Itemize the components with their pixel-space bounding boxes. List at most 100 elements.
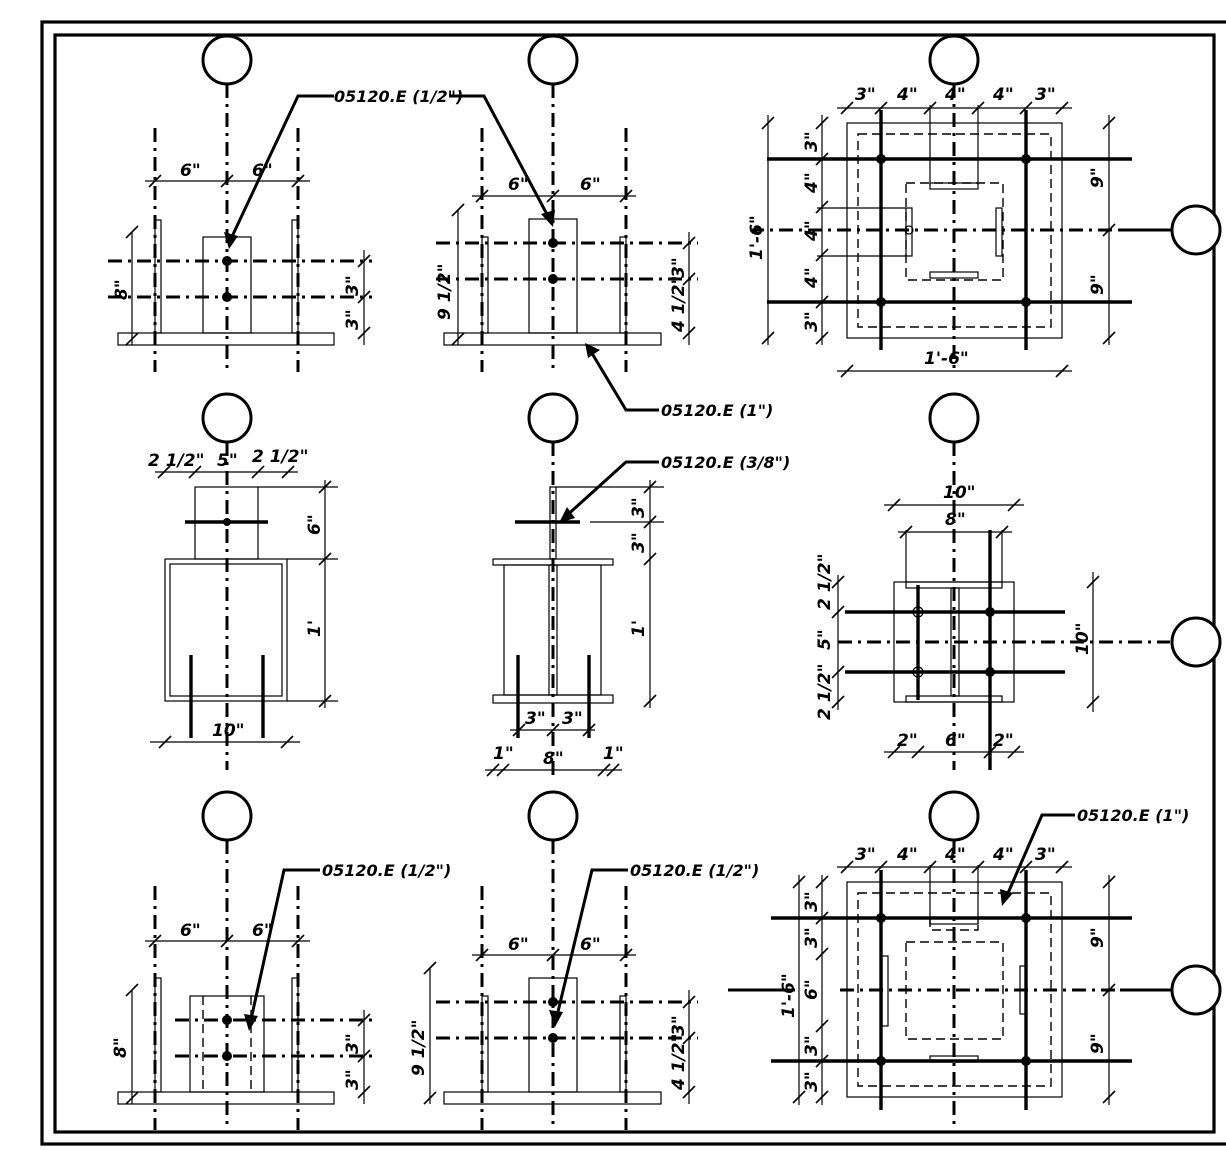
note-1: 05120.E (1/2") <box>224 87 555 249</box>
dim: 4" <box>896 85 918 105</box>
pipe-section <box>164 558 288 702</box>
dim-height: 9 1/2" <box>409 1020 429 1076</box>
dim: 3" <box>855 85 876 105</box>
dim: 4" <box>944 85 966 105</box>
dim-height: 9 1/2" <box>435 264 455 320</box>
dim: 4" <box>802 220 822 242</box>
dim-6in-left: 6" <box>508 935 529 955</box>
dim: 3" <box>802 311 822 332</box>
grid-bubble <box>201 34 253 86</box>
note-2: 05120.E (1") <box>585 343 773 420</box>
dim: 10" <box>943 483 976 503</box>
dim-lower: 4 1/2" <box>669 1034 689 1091</box>
dim-lower: 3" <box>343 309 363 330</box>
dim-upper: 3" <box>669 1015 689 1036</box>
outer-border <box>40 20 1226 1146</box>
dim: 4" <box>944 845 966 865</box>
dim: 1" <box>603 744 624 764</box>
note-3: 05120.E (3/8") <box>661 453 790 472</box>
detail-top-middle: 6" 6" 9 1/2" 3" 4 1/2" <box>435 34 698 372</box>
grid-bubble <box>1170 204 1222 256</box>
dim-overall-height: 1'-6" <box>747 215 767 260</box>
dim: 10" <box>1073 622 1093 655</box>
dim-upper: 3" <box>343 1033 363 1054</box>
detail-middle-left: 2 1/2" 5" 2 1/2" 6" 1' 10" <box>148 392 338 770</box>
dim: 6" <box>945 731 966 751</box>
dim: 3" <box>802 1071 822 1092</box>
base-plate <box>492 694 614 704</box>
grid-bubble <box>527 34 579 86</box>
dim: 4" <box>992 85 1014 105</box>
detail-bottom-left: 6" 6" 8" 3" 3" 05120.E (1/2") <box>111 790 451 1130</box>
dim: 1' <box>305 620 325 637</box>
dim-height: 8" <box>112 279 132 300</box>
dim-lower: 3" <box>343 1069 363 1090</box>
note-5: 05120.E (1/2") <box>322 861 451 880</box>
dim-6in-right: 6" <box>252 921 273 941</box>
dim-6in-right: 6" <box>580 935 601 955</box>
detail-top-right-plan: 3" 4" 4" 4" 3" 3" 4" 4" 4" 3" 1'-6" 1'-6… <box>747 34 1222 378</box>
dim: 2" <box>993 731 1014 751</box>
grid-bubble <box>201 790 253 842</box>
dim: 3" <box>629 497 649 518</box>
dim: 5" <box>815 629 835 650</box>
column-section <box>528 977 578 1093</box>
dim: 6" <box>802 979 822 1000</box>
note-text: 05120.E (1") <box>661 401 773 420</box>
dim: 3" <box>1035 85 1056 105</box>
grid-bubble <box>928 392 980 444</box>
grid-bubble <box>527 392 579 444</box>
grid-bubble <box>1170 964 1222 1016</box>
note-6: 05120.E (1/2") <box>630 861 759 880</box>
detail-bottom-middle: 6" 6" 9 1/2" 3" 4 1/2" 05120.E (1/2") <box>409 790 759 1130</box>
dim: 8" <box>945 510 966 530</box>
dim: 8" <box>543 749 564 769</box>
dim: 3" <box>802 927 822 948</box>
note-text: 05120.E (1/2") <box>334 87 463 106</box>
inner-border <box>53 33 1216 1134</box>
dim-lower: 4 1/2" <box>669 276 689 333</box>
detail-bottom-right-plan: 3" 4" 4" 4" 3" 3" 3" 6" 3" 3" 1'-6" 9" 9… <box>728 790 1222 1130</box>
dim: 3" <box>629 532 649 553</box>
dim: 2 1/2" <box>148 451 204 471</box>
dim: 3" <box>562 709 583 729</box>
dim: 4" <box>992 845 1014 865</box>
dim: 5" <box>217 451 238 471</box>
dim: 2" <box>897 731 918 751</box>
dim: 1" <box>493 744 514 764</box>
dim-upper: 3" <box>343 275 363 296</box>
dim-right-lower: 9" <box>1088 1033 1108 1054</box>
dim-upper: 3" <box>669 257 689 278</box>
dim-right-lower: 9" <box>1088 274 1108 295</box>
dim: 3" <box>802 131 822 152</box>
detail-middle-center: 05120.E (3/8") 3" 3" 1' 3" 3" 1" 8" 1" <box>485 392 790 780</box>
dim: 2 1/2" <box>815 554 835 610</box>
dim-6in-left: 6" <box>180 921 201 941</box>
grid-bubble <box>527 790 579 842</box>
grid-bubble <box>928 34 980 86</box>
detail-middle-right-plan: 10" 8" 2 1/2" 5" 2 1/2" 10" 2" 6" 2" <box>815 392 1222 770</box>
dim-6in-left: 6" <box>180 161 201 181</box>
dim-right-upper: 9" <box>1088 927 1108 948</box>
dim-height: 8" <box>111 1037 131 1058</box>
dim: 3" <box>802 891 822 912</box>
dim: 3" <box>855 845 876 865</box>
dim: 2 1/2" <box>252 447 308 467</box>
dim: 6" <box>305 514 325 535</box>
dim-6in-right: 6" <box>580 175 601 195</box>
dim: 4" <box>896 845 918 865</box>
dim-right-upper: 9" <box>1088 167 1108 188</box>
grid-bubble <box>201 392 253 444</box>
dim: 10" <box>212 721 245 741</box>
dim-overall-width: 1'-6" <box>924 349 969 369</box>
dim: 4" <box>802 172 822 194</box>
dim: 3" <box>802 1035 822 1056</box>
dim: 2 1/2" <box>815 664 835 720</box>
column-section <box>189 995 265 1093</box>
dim: 3" <box>525 709 546 729</box>
grid-bubble <box>928 790 980 842</box>
note-4: 05120.E (1") <box>1077 806 1189 825</box>
dim-6in-left: 6" <box>508 175 529 195</box>
